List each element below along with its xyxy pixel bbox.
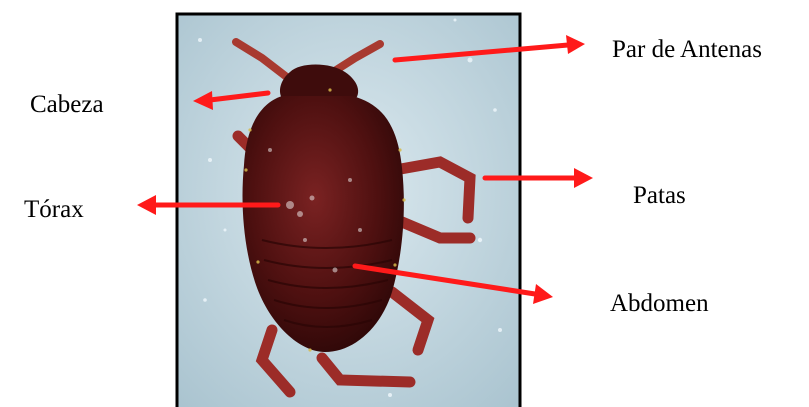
label-par-de-antenas: Par de Antenas (612, 37, 762, 62)
label-abdomen: Abdomen (610, 291, 709, 316)
label-torax: Tórax (24, 197, 84, 222)
label-cabeza: Cabeza (30, 92, 104, 117)
specimen-photo (177, 14, 520, 407)
label-patas: Patas (633, 183, 686, 208)
